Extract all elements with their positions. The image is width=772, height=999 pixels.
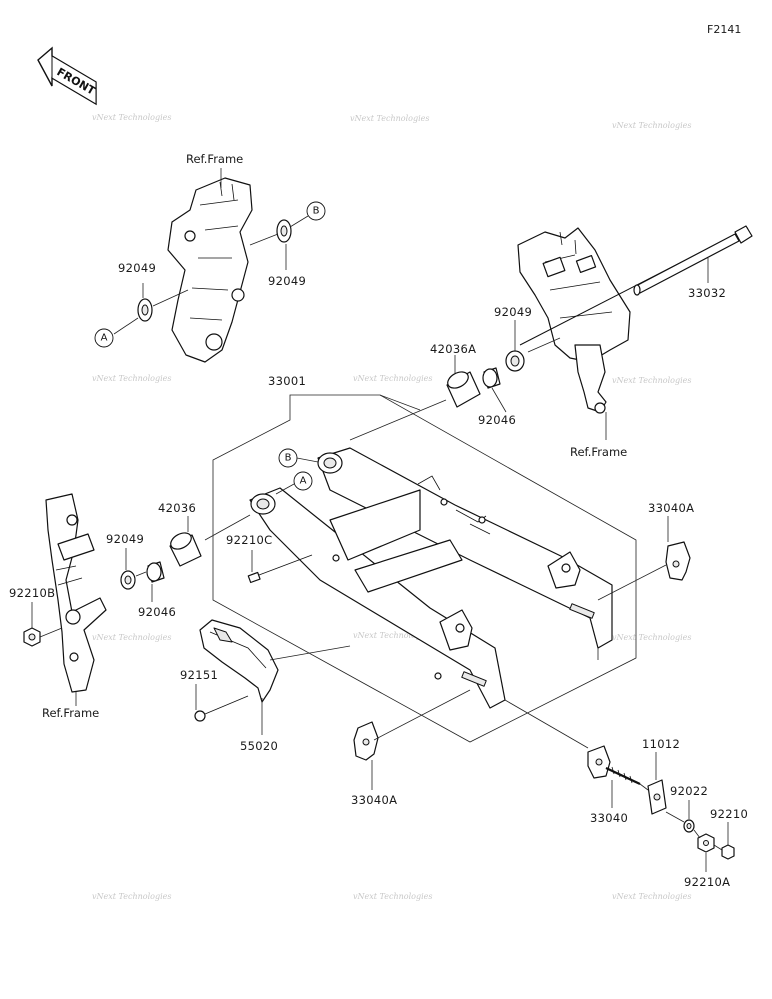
svg-text:A: A bbox=[101, 333, 108, 344]
watermark: vNext Technologies bbox=[92, 892, 171, 901]
part-number-42036A: 42036A bbox=[430, 342, 476, 356]
callout-a: A bbox=[293, 471, 313, 491]
part-number-92210: 92210 bbox=[710, 807, 748, 821]
washer-92049-right bbox=[276, 219, 292, 243]
callout-a: A bbox=[94, 328, 114, 348]
chain-adjuster-plate-33040a-bottom bbox=[353, 721, 379, 761]
watermark: vNext Technologies bbox=[612, 633, 691, 642]
washer-92049-low bbox=[120, 570, 136, 590]
part-number-33040: 33040 bbox=[590, 811, 628, 825]
washer-92022 bbox=[683, 819, 695, 833]
frame-section-right bbox=[517, 227, 631, 414]
chain-adjuster-plate-33040a-right bbox=[665, 541, 691, 581]
part-number-33040A: 33040A bbox=[648, 501, 694, 515]
part-number-55020: 55020 bbox=[240, 739, 278, 753]
figure-code: F2141 bbox=[707, 23, 741, 36]
pivot-shaft-33032 bbox=[519, 225, 753, 346]
watermarks: vNext Technologies vNext Technologies vN… bbox=[92, 113, 691, 901]
part-number-92049: 92049 bbox=[118, 261, 156, 275]
watermark: vNext Technologies bbox=[612, 376, 691, 385]
collar-42036a bbox=[446, 371, 481, 408]
frame-bracket-left bbox=[167, 177, 253, 363]
part-number-92210C: 92210C bbox=[226, 533, 272, 547]
part-number-92046: 92046 bbox=[478, 413, 516, 427]
watermark: vNext Technologies bbox=[350, 114, 429, 123]
block-11012 bbox=[647, 779, 667, 815]
watermark: vNext Technologies bbox=[353, 892, 432, 901]
ref-frame-label: Ref.Frame bbox=[570, 445, 627, 459]
watermark: vNext Technologies bbox=[353, 374, 432, 383]
chain-guard-55020 bbox=[199, 619, 279, 703]
watermark: vNext Technologies bbox=[353, 631, 432, 640]
part-number-92210A: 92210A bbox=[684, 875, 730, 889]
part-number-92049: 92049 bbox=[106, 532, 144, 546]
part-number-11012: 11012 bbox=[642, 737, 680, 751]
part-number-92151: 92151 bbox=[180, 668, 218, 682]
washer-92049-mid bbox=[505, 350, 525, 372]
collar-42036 bbox=[169, 532, 202, 567]
ref-frame-label: Ref.Frame bbox=[186, 152, 243, 166]
part-number-92049: 92049 bbox=[494, 305, 532, 319]
svg-text:B: B bbox=[313, 206, 320, 217]
bolt-92210c bbox=[247, 554, 313, 584]
svg-text:B: B bbox=[285, 453, 292, 464]
watermark: vNext Technologies bbox=[92, 633, 171, 642]
bearing-92046-lower bbox=[146, 561, 165, 583]
part-number-92210B: 92210B bbox=[9, 586, 55, 600]
washer-92049-left bbox=[137, 298, 153, 322]
watermark: vNext Technologies bbox=[92, 374, 171, 383]
svg-text:A: A bbox=[300, 476, 307, 487]
nut-92210 bbox=[721, 844, 735, 860]
callout-b: B bbox=[306, 201, 326, 221]
nut-92210a bbox=[697, 833, 715, 853]
part-number-92046: 92046 bbox=[138, 605, 176, 619]
bearing-92046-upper bbox=[482, 367, 501, 389]
bolt-92151 bbox=[194, 695, 249, 722]
part-number-42036: 42036 bbox=[158, 501, 196, 515]
watermark: vNext Technologies bbox=[92, 113, 171, 122]
part-number-33001: 33001 bbox=[268, 374, 306, 388]
watermark: vNext Technologies bbox=[612, 892, 691, 901]
part-number-92022: 92022 bbox=[670, 784, 708, 798]
part-number-33040A: 33040A bbox=[351, 793, 397, 807]
front-arrow-icon: FRONT bbox=[37, 46, 98, 106]
chain-adjuster-33040 bbox=[587, 745, 641, 785]
part-number-33032: 33032 bbox=[688, 286, 726, 300]
part-number-92049: 92049 bbox=[268, 274, 306, 288]
callout-b: B bbox=[278, 448, 298, 468]
watermark: vNext Technologies bbox=[612, 121, 691, 130]
swingarm-33001 bbox=[249, 447, 613, 709]
nut-92210b bbox=[23, 627, 41, 647]
ref-frame-label: Ref.Frame bbox=[42, 706, 99, 720]
frame-bracket-lower-left bbox=[45, 493, 107, 693]
